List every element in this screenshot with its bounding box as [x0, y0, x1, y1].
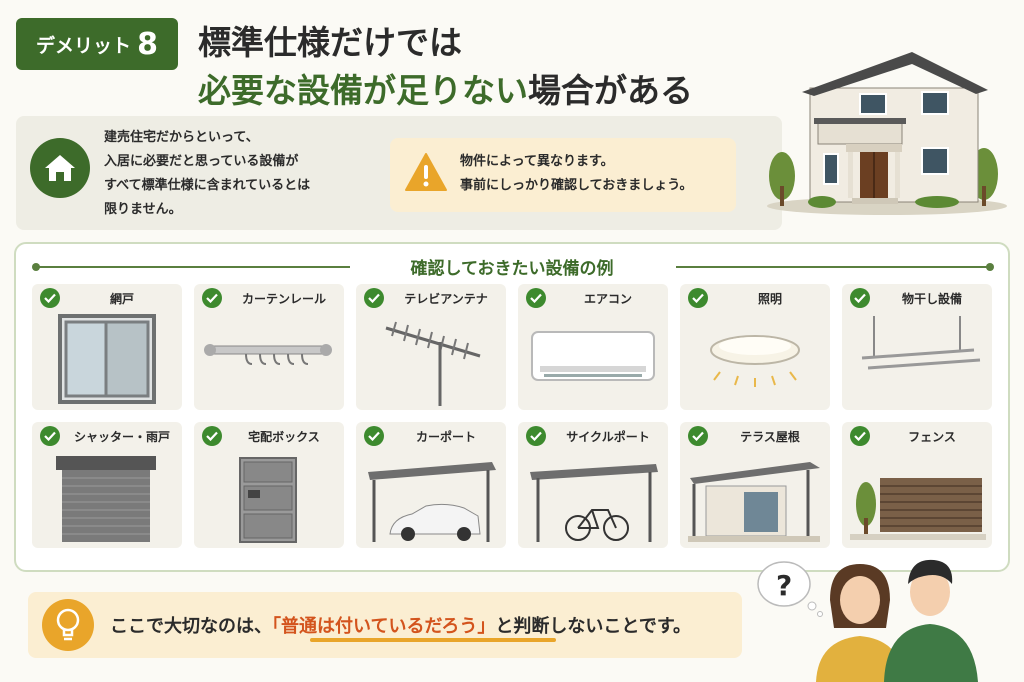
tip-suffix: と判断しないことです。: [495, 616, 692, 637]
check-icon: [526, 426, 546, 446]
title-line2: 必要な設備が足りない場合がある: [198, 64, 693, 112]
equipment-card: エアコン: [518, 284, 668, 410]
lightbulb-icon: [42, 599, 94, 651]
warning-box: 物件によって異なります。 事前にしっかり確認しておきましょう。: [390, 138, 736, 212]
window-screen-icon: [58, 314, 156, 404]
check-icon: [526, 288, 546, 308]
check-icon: [688, 426, 708, 446]
cycle-port-icon: [530, 464, 658, 542]
title-highlight: 必要な設備が足りない: [198, 71, 528, 110]
title-line1: 標準仕様だけでは: [198, 23, 462, 62]
warning-icon: [405, 153, 447, 191]
tip-underline: [310, 638, 556, 642]
equipment-label: シャッター・雨戸: [73, 430, 170, 444]
equipment-card: テレビアンテナ: [356, 284, 506, 410]
equipment-card: カーテンレール: [194, 284, 344, 410]
info-panel: 建売住宅だからといって、 入居に必要だと思っている設備が すべて標準仕様に含まれ…: [16, 116, 782, 230]
info-line: すべて標準仕様に含まれているとは: [104, 178, 311, 193]
equipment-card: シャッター・雨戸: [32, 422, 182, 548]
equipment-card: 網戸: [32, 284, 182, 410]
equipment-label: 物干し設備: [901, 292, 962, 306]
equipment-card: フェンス: [842, 422, 992, 548]
equipment-card: 照明: [680, 284, 830, 410]
air-conditioner-icon: [531, 331, 655, 381]
equipment-label: エアコン: [583, 292, 632, 306]
fence-icon: [850, 478, 986, 540]
tip-prefix: ここで大切なのは、: [110, 616, 272, 637]
info-line: 入居に必要だと思っている設備が: [104, 154, 299, 169]
home-icon: [30, 138, 90, 198]
equipment-label: カーテンレール: [241, 292, 326, 306]
check-icon: [364, 288, 384, 308]
equipment-section: 確認しておきたい設備の例 網戸 カーテンレール テレビアンテナ エアコン: [14, 242, 1010, 572]
equipment-label: フェンス: [908, 430, 956, 444]
warning-text: 物件によって異なります。 事前にしっかり確認しておきましょう。: [460, 150, 692, 198]
warning-line: 物件によって異なります。: [460, 154, 614, 169]
people-illustration: ?: [757, 559, 978, 682]
equipment-label: 宅配ボックス: [248, 430, 320, 444]
carport-icon: [368, 462, 496, 542]
equipment-card: カーポート: [356, 422, 506, 548]
warning-line: 事前にしっかり確認しておきましょう。: [460, 178, 693, 193]
equipment-label: 照明: [757, 292, 782, 306]
house-illustration: [767, 52, 1007, 215]
demerit-badge: デメリット 8: [16, 18, 178, 70]
check-icon: [364, 426, 384, 446]
equipment-label: テラス屋根: [740, 430, 800, 444]
check-icon: [688, 288, 708, 308]
equipment-label: 網戸: [109, 292, 134, 306]
tip-emphasis: 「普通は付いているだろう」: [272, 616, 496, 637]
clothes-pole-icon: [861, 316, 981, 370]
tv-antenna-icon: [385, 321, 481, 406]
check-icon: [850, 426, 870, 446]
check-icon: [40, 426, 60, 446]
check-icon: [850, 288, 870, 308]
section-dot: [32, 263, 40, 271]
bubble-question: ?: [776, 569, 792, 602]
section-line: [38, 266, 350, 268]
ceiling-light-icon: [710, 335, 800, 387]
check-icon: [202, 426, 222, 446]
tip-text: ここで大切なのは、「普通は付いているだろう」と判断しないことです。: [110, 612, 691, 638]
equipment-label: テレビアンテナ: [404, 292, 488, 306]
check-icon: [202, 288, 222, 308]
info-line: 限りません。: [104, 202, 182, 217]
shutter-icon: [56, 456, 156, 542]
section-line: [676, 266, 988, 268]
tip-box: ここで大切なのは、「普通は付いているだろう」と判断しないことです。: [28, 592, 742, 658]
equipment-card: テラス屋根: [680, 422, 830, 548]
equipment-card: 宅配ボックス: [194, 422, 344, 548]
check-icon: [40, 288, 60, 308]
equipment-card: サイクルポート: [518, 422, 668, 548]
equipment-label: カーポート: [415, 430, 476, 444]
badge-text: デメリット: [36, 34, 132, 57]
equipment-title: 確認しておきたい設備の例: [410, 259, 614, 279]
info-text: 建売住宅だからといって、 入居に必要だと思っている設備が すべて標準仕様に含まれ…: [104, 126, 384, 222]
info-line: 建売住宅だからといって、: [104, 130, 259, 145]
badge-number: 8: [137, 26, 158, 62]
section-dot: [986, 263, 994, 271]
equipment-label: サイクルポート: [566, 430, 650, 444]
equipment-card: 物干し設備: [842, 284, 992, 410]
delivery-box-icon: [239, 457, 297, 543]
curtain-rail-icon: [204, 344, 332, 365]
title-rest: 場合がある: [528, 71, 693, 110]
terrace-roof-icon: [688, 462, 820, 542]
